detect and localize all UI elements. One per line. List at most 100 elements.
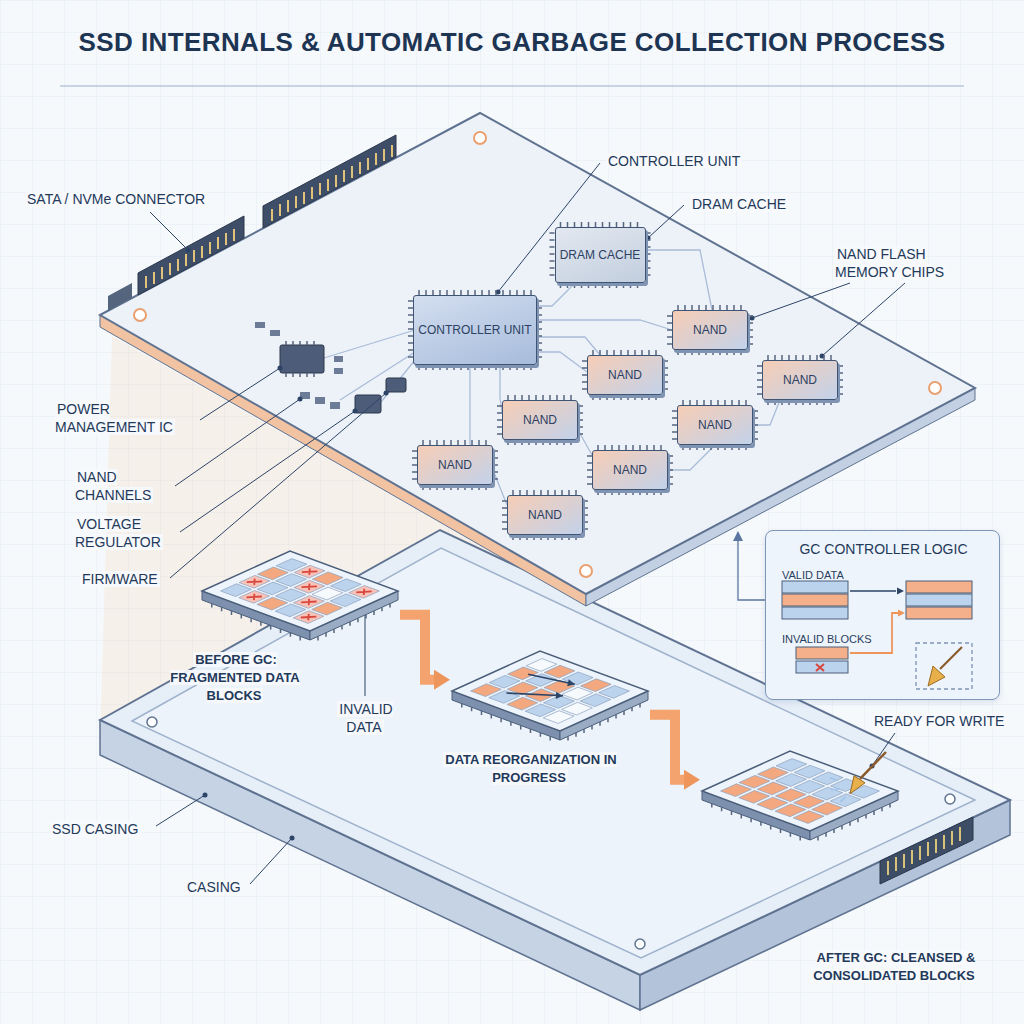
mount-hole (474, 132, 486, 144)
connector-tab (108, 283, 132, 311)
callout-label: DRAM CACHE (690, 196, 788, 212)
callout-box: CASING (185, 878, 243, 896)
cleanup-box (916, 643, 972, 689)
stage-chip-art (450, 650, 650, 740)
callout-label: CASING (185, 879, 243, 895)
chip-label: NAND (523, 413, 557, 427)
broom-bristles (850, 776, 865, 794)
invalid-mark (247, 594, 262, 600)
invalid-mark (302, 584, 317, 590)
chip-pins (502, 490, 588, 540)
chip-label: NAND (608, 368, 642, 382)
chip-label: NAND (613, 463, 647, 477)
stage-caption-box: AFTER GC: CLEANSED & CONSOLIDATED BLOCKS (790, 948, 1000, 984)
stage-caption-box: BEFORE GC: FRAGMENTED DATA BLOCKS (150, 650, 320, 704)
link-arrowhead (733, 531, 743, 541)
title-rule (60, 85, 964, 87)
callout-label: FIRMWARE (80, 571, 160, 587)
dram-chip: DRAM CACHE (555, 227, 646, 283)
panel-label: VALID DATA (782, 569, 844, 581)
invalid-mark (816, 664, 824, 671)
leader-dot (298, 397, 303, 402)
data-bar (796, 647, 848, 659)
power-management-chip (280, 345, 324, 373)
connector-pins (888, 827, 960, 875)
capacitor (255, 322, 265, 328)
title-block: SSD INTERNALS & AUTOMATIC GARBAGE COLLEC… (0, 26, 1024, 58)
logic-link (738, 540, 765, 600)
capacitor (334, 356, 343, 362)
chip-label: NAND (783, 373, 817, 387)
chip-label: NAND (693, 323, 727, 337)
leader-line (180, 411, 355, 532)
callout-box: SATA / NVMe CONNECTOR (25, 190, 207, 208)
sweep-lines (830, 778, 846, 802)
chip-pins (412, 440, 498, 490)
casing-screw-hole (147, 717, 157, 727)
panel-text-box: GC CONTROLLER LOGIC (766, 540, 1001, 558)
chip-top (452, 651, 648, 731)
callout-label: READY FOR WRITE (872, 713, 1006, 729)
chip-pins (408, 290, 542, 370)
chip-label: NAND (528, 508, 562, 522)
callout-label: SSD CASING (50, 821, 140, 837)
callout-box: READY FOR WRITE (872, 712, 1006, 730)
callout-label: NAND CHANNELS (75, 469, 153, 503)
data-bar (782, 594, 848, 606)
callout-box: DRAM CACHE (690, 195, 788, 213)
callout-box: NAND FLASH MEMORY CHIPS (835, 245, 965, 281)
circuit-board (100, 113, 975, 594)
callout-label: NAND FLASH MEMORY CHIPS (835, 246, 946, 280)
casing-connector (880, 817, 973, 884)
leader-line (250, 838, 292, 884)
leader-dot (384, 391, 389, 396)
small-arrowhead (567, 679, 575, 686)
callout-label: SATA / NVMe CONNECTOR (25, 191, 207, 207)
callout-box: SSD CASING (50, 820, 140, 838)
casing-top (100, 530, 1010, 975)
chip-label: DRAM CACHE (560, 248, 641, 262)
small-arrowhead (897, 588, 904, 595)
gc-logic-panel: GC CONTROLLER LOGIC VALID DATA INVALID BLO… (765, 530, 1000, 700)
chip-label: CONTROLLER UNIT (418, 323, 531, 337)
invalid-mark (301, 599, 316, 605)
nand-chip: NAND (507, 495, 583, 535)
nand-chip: NAND (762, 360, 838, 400)
invalid-mark (301, 614, 316, 620)
callout-box: POWER MANAGEMENT IC (55, 400, 195, 436)
leader-line (175, 399, 300, 486)
capacitor (270, 330, 280, 336)
invalid-mark (247, 579, 262, 585)
chip-pins (587, 445, 673, 495)
callout-box: CONTROLLER UNIT (606, 152, 742, 170)
panel-text-box: INVALID BLOCKS (782, 629, 872, 647)
capacitor (334, 368, 343, 374)
channel-component (315, 397, 325, 404)
data-bar (906, 607, 972, 619)
gc-stage-chip: BEFORE GC: FRAGMENTED DATA BLOCKS (200, 550, 400, 640)
edge-connector (263, 135, 396, 228)
leader-line (872, 733, 895, 766)
circuit-traces (324, 250, 780, 505)
leader-dot (290, 836, 295, 841)
nand-chip: NAND (502, 400, 578, 440)
nand-chip: NAND (587, 355, 663, 395)
chip-pins (757, 355, 843, 405)
panel-text-box: VALID DATA (782, 565, 844, 583)
chip-pins (286, 341, 314, 377)
leader-line (648, 205, 684, 238)
data-block-cell (349, 586, 380, 599)
callout-label: CONTROLLER UNIT (606, 153, 742, 169)
leader-line (752, 283, 850, 318)
mount-hole (929, 382, 941, 394)
leader-dot (203, 793, 208, 798)
small-arrowhead (556, 692, 563, 699)
chip-label: NAND (438, 458, 472, 472)
process-arrow (400, 615, 434, 680)
data-bar (906, 594, 972, 606)
leader-dot (353, 409, 358, 414)
stage-chip-art (700, 750, 900, 840)
